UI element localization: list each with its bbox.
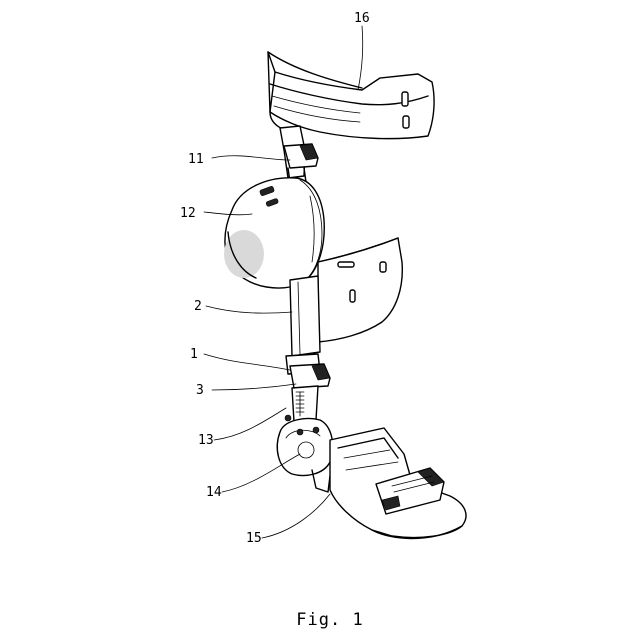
lower-buckle	[286, 354, 330, 422]
lower-bar	[290, 276, 320, 356]
label-12: 12	[180, 206, 196, 221]
label-1: 1	[190, 347, 198, 362]
ankle-joint	[277, 415, 332, 492]
upper-frame	[280, 126, 318, 182]
label-15: 15	[246, 531, 262, 546]
label-11: 11	[188, 152, 204, 167]
knee-joint	[224, 178, 324, 288]
label-14: 14	[206, 485, 222, 500]
shin-cuff	[318, 238, 402, 342]
label-13: 13	[198, 433, 214, 448]
label-3: 3	[196, 383, 204, 398]
label-2: 2	[194, 299, 202, 314]
figure-caption: Fig. 1	[296, 610, 363, 630]
foot-plate	[330, 428, 466, 539]
thigh-cuff	[268, 52, 434, 139]
label-16: 16	[354, 11, 370, 26]
